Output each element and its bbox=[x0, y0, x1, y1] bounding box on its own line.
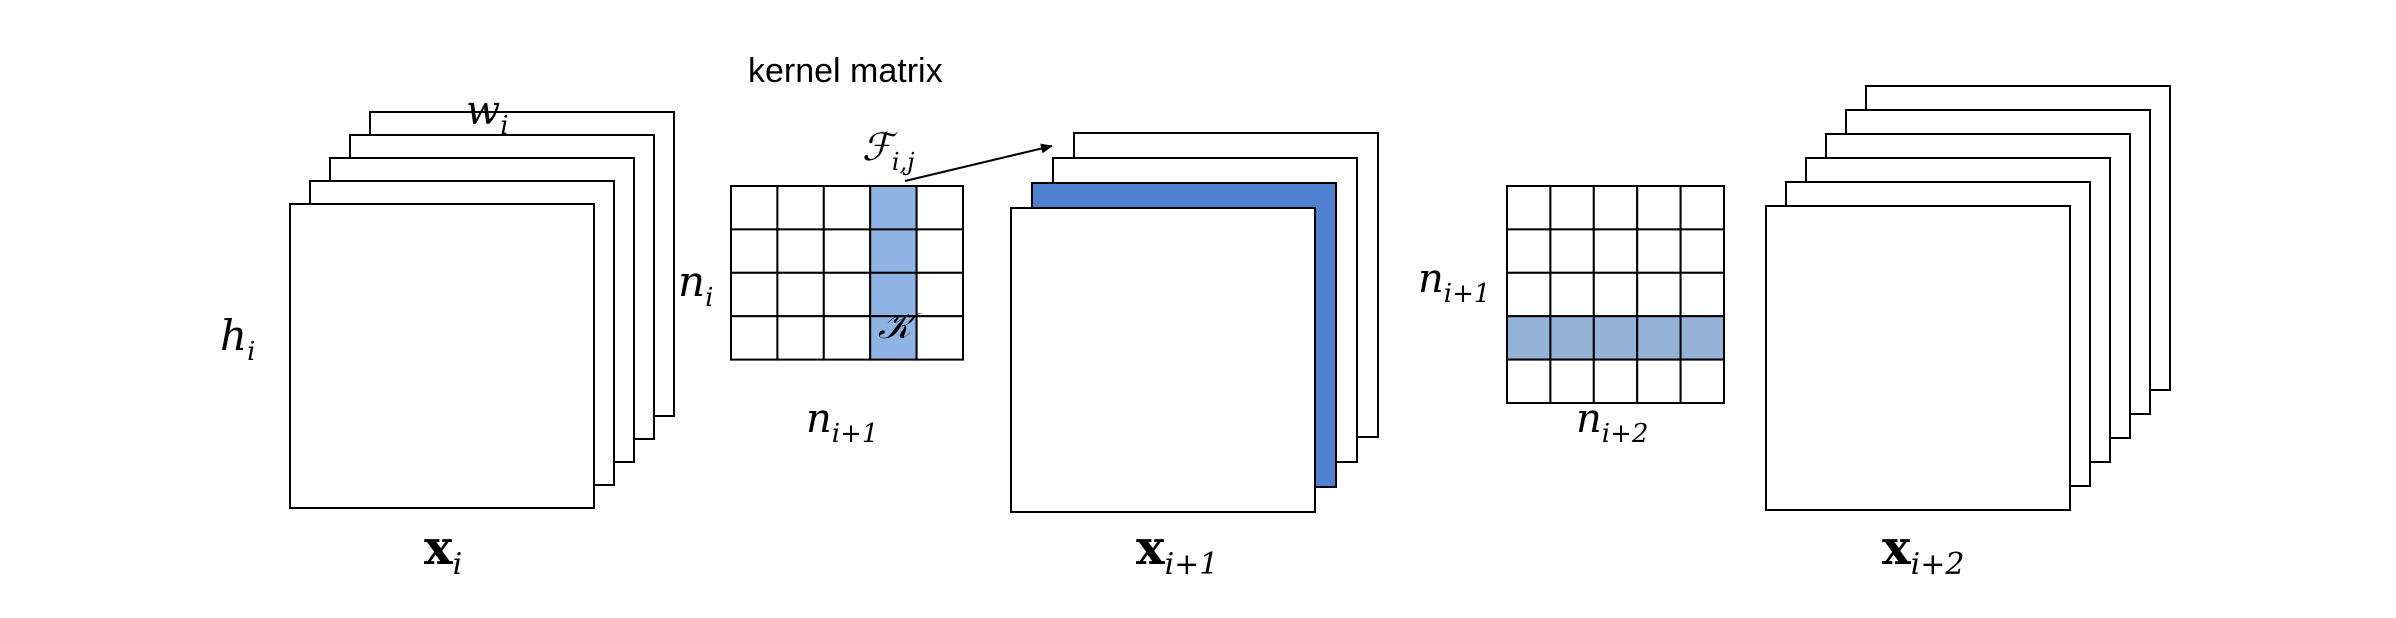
kernel-cell-3-3 bbox=[869, 315, 918, 361]
kernel2-cell-0-4 bbox=[1679, 185, 1725, 231]
kernel2-cell-3-2 bbox=[1592, 315, 1639, 361]
kernel2-cell-4-4 bbox=[1679, 358, 1725, 405]
kernel-cols-label: ni+1 bbox=[806, 396, 878, 449]
feature-map-layer-x-i-plus-2-0 bbox=[1765, 205, 2071, 511]
kernel-cell-1-0 bbox=[730, 228, 779, 274]
kernel-cell-1-2 bbox=[822, 228, 872, 274]
kernel-cell-0-2 bbox=[822, 185, 872, 231]
filter-arrow bbox=[904, 143, 1053, 182]
kernel2-cell-0-1 bbox=[1549, 185, 1595, 231]
kernel2-cell-4-3 bbox=[1636, 358, 1682, 405]
x-i-label: xi bbox=[424, 520, 462, 582]
kernel2-cell-2-0 bbox=[1506, 271, 1552, 318]
feature-map-layer-x-i-0 bbox=[289, 203, 595, 509]
kernel-matrix-k bbox=[730, 185, 964, 361]
kernel2-cell-1-1 bbox=[1549, 228, 1595, 274]
kernel2-rows-label: ni+1 bbox=[1418, 256, 1490, 309]
height-label: hi bbox=[220, 311, 255, 367]
kernel2-cell-3-4 bbox=[1679, 315, 1725, 361]
kernel-cell-2-1 bbox=[776, 271, 825, 318]
x-i-plus-1-label: xi+1 bbox=[1136, 520, 1218, 582]
kernel2-cell-4-0 bbox=[1506, 358, 1552, 405]
kernel2-cell-1-3 bbox=[1636, 228, 1682, 274]
kernel2-cell-2-4 bbox=[1679, 271, 1725, 318]
kernel-cell-2-0 bbox=[730, 271, 779, 318]
kernel2-cell-3-0 bbox=[1506, 315, 1552, 361]
kernel2-cell-0-3 bbox=[1636, 185, 1682, 231]
kernel-cell-1-4 bbox=[915, 228, 964, 274]
kernel2-cell-2-1 bbox=[1549, 271, 1595, 318]
feature-map-stack-x-i-plus-1 bbox=[1010, 132, 1379, 513]
kernel-cell-0-4 bbox=[915, 185, 964, 231]
kernel2-cell-1-4 bbox=[1679, 228, 1725, 274]
kernel-cell-3-1 bbox=[776, 315, 825, 361]
kernel2-cell-0-2 bbox=[1592, 185, 1639, 231]
kernel2-cell-2-3 bbox=[1636, 271, 1682, 318]
kernel2-cell-0-0 bbox=[1506, 185, 1552, 231]
kernel-cell-2-4 bbox=[915, 271, 964, 318]
kernel-cell-1-1 bbox=[776, 228, 825, 274]
kernel-cell-2-2 bbox=[822, 271, 872, 318]
feature-map-stack-x-i-plus-2 bbox=[1765, 85, 2171, 511]
kernel-rows-label: ni bbox=[678, 257, 713, 313]
kernel-matrix-2 bbox=[1506, 185, 1725, 405]
kernel-cell-0-3 bbox=[869, 185, 918, 231]
kernel-cell-3-0 bbox=[730, 315, 779, 361]
feature-map-layer-x-i-plus-1-0 bbox=[1010, 207, 1316, 513]
kernel2-cell-3-3 bbox=[1636, 315, 1682, 361]
width-label: wi bbox=[466, 88, 509, 141]
x-i-plus-2-label: xi+2 bbox=[1882, 520, 1964, 582]
filter-label: ℱi,j bbox=[862, 125, 915, 176]
kernel2-cell-1-2 bbox=[1592, 228, 1639, 274]
kernel2-cell-1-0 bbox=[1506, 228, 1552, 274]
feature-map-stack-x-i bbox=[289, 111, 675, 509]
kernel-cell-3-4 bbox=[915, 315, 964, 361]
kernel2-cell-3-1 bbox=[1549, 315, 1595, 361]
kernel2-cell-2-2 bbox=[1592, 271, 1639, 318]
kernel2-cols-label: ni+2 bbox=[1576, 396, 1648, 449]
kernel2-cell-4-2 bbox=[1592, 358, 1639, 405]
kernel-cell-0-0 bbox=[730, 185, 779, 231]
kernel-cell-0-1 bbox=[776, 185, 825, 231]
kernel-cell-3-2 bbox=[822, 315, 872, 361]
kernel-cell-1-3 bbox=[869, 228, 918, 274]
kernel-matrix-title: kernel matrix bbox=[748, 52, 943, 90]
